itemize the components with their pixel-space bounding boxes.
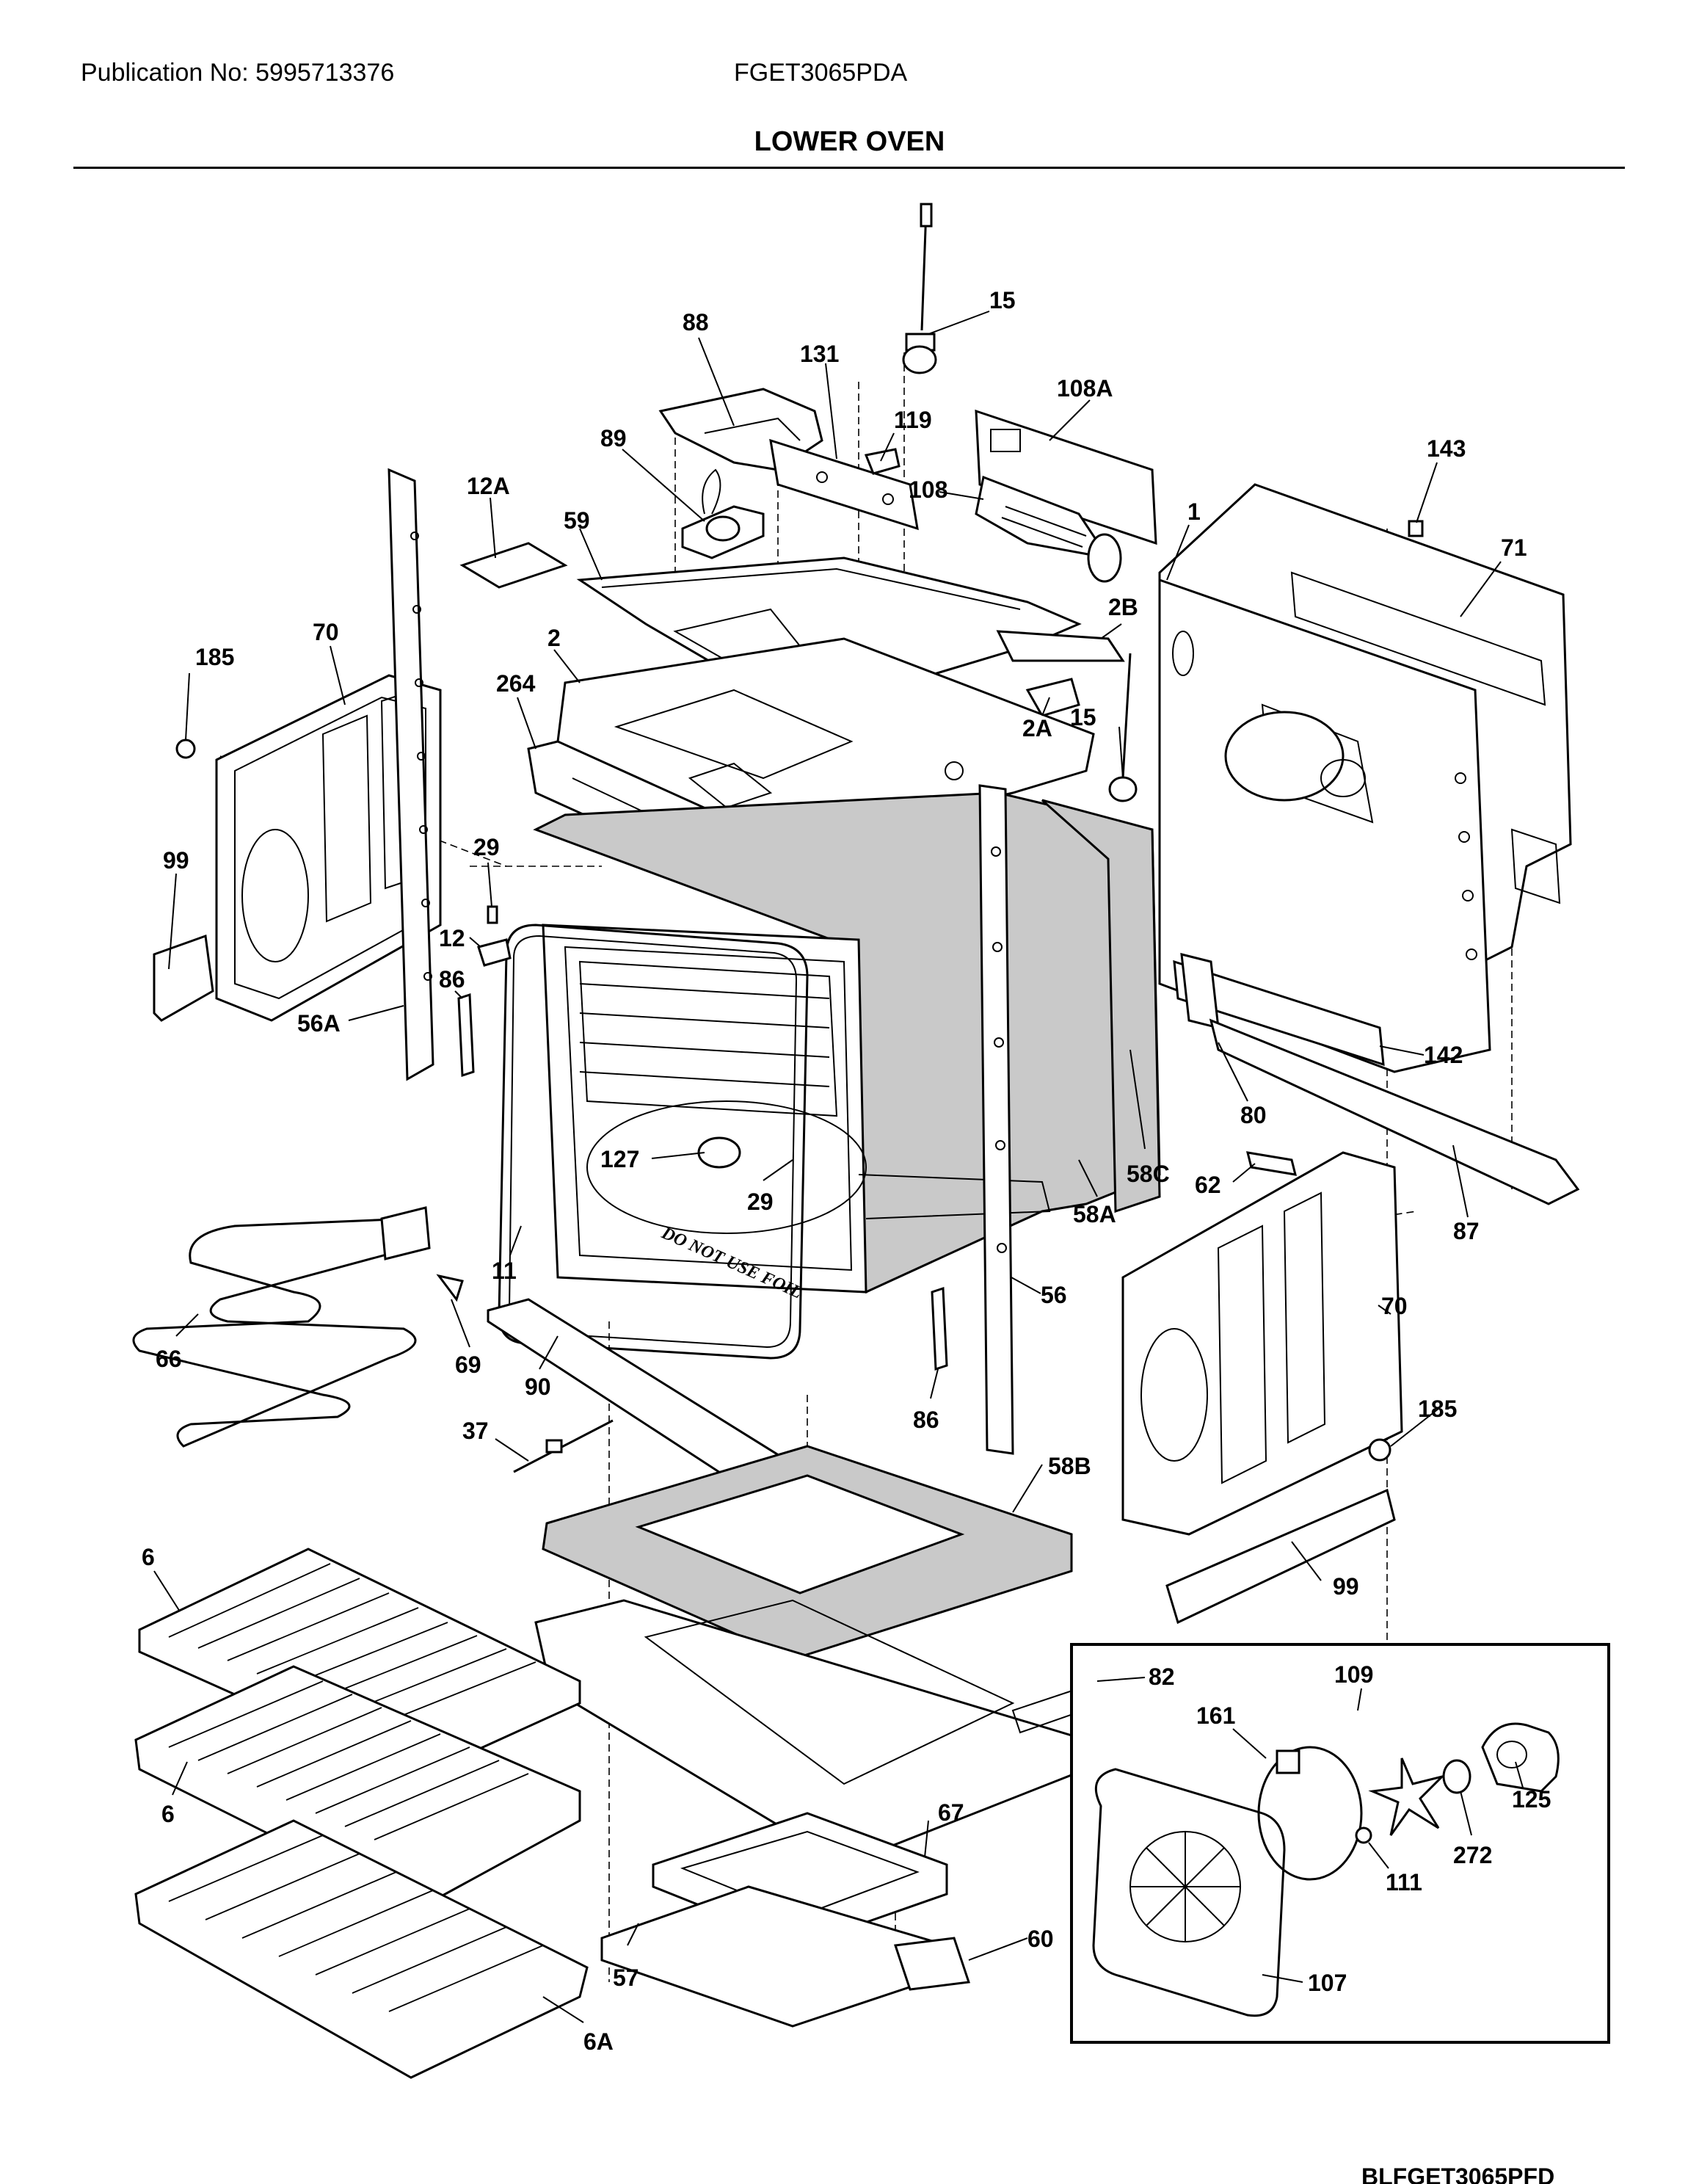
left-bracket (153, 934, 214, 1022)
callout-272: 272 (1453, 1842, 1492, 1868)
callout-87: 87 (1453, 1218, 1480, 1244)
callout-99a: 99 (163, 847, 189, 874)
right-bracket (1165, 1488, 1396, 1625)
small-fasteners-left (477, 905, 512, 967)
callout-80: 80 (1240, 1102, 1267, 1128)
callout-2B: 2B (1108, 594, 1138, 620)
callout-67: 67 (938, 1799, 964, 1826)
callout-56A: 56A (297, 1010, 341, 1037)
callout-58C: 58C (1127, 1161, 1170, 1187)
callout-57: 57 (613, 1964, 639, 1991)
callout-6b: 6 (161, 1801, 175, 1827)
callout-119: 119 (894, 407, 932, 433)
callout-59: 59 (564, 507, 590, 534)
callout-111: 111 (1386, 1869, 1422, 1895)
callout-131: 131 (800, 341, 839, 367)
callout-58A: 58A (1073, 1201, 1116, 1227)
callout-109: 109 (1334, 1661, 1373, 1688)
callout-12A: 12A (467, 473, 510, 499)
callout-161: 161 (1196, 1702, 1235, 1729)
callout-99b: 99 (1333, 1573, 1359, 1600)
right-side-panel (1121, 1151, 1403, 1536)
leader-lines (153, 311, 1524, 2023)
callout-11: 11 (492, 1258, 517, 1284)
callout-107: 107 (1308, 1970, 1347, 1996)
callout-29a: 29 (473, 834, 500, 860)
bottom-cover (600, 1885, 971, 2028)
element-clip (436, 1274, 464, 1302)
rear-panels (1158, 483, 1572, 1073)
callout-90: 90 (525, 1374, 551, 1400)
callout-70b: 70 (1381, 1293, 1408, 1319)
callout-56: 56 (1041, 1282, 1067, 1308)
page-title: LOWER OVEN (754, 126, 945, 157)
callout-108A: 108A (1057, 375, 1113, 402)
callout-143: 143 (1427, 435, 1466, 462)
callout-108: 108 (909, 476, 947, 503)
callout-60: 60 (1027, 1926, 1054, 1952)
bake-element (132, 1206, 431, 1448)
callout-185a: 185 (195, 644, 234, 670)
callout-2: 2 (547, 625, 561, 651)
callout-6A: 6A (583, 2028, 614, 2055)
oven-racks (134, 1548, 589, 2079)
lower-right-brackets (1173, 953, 1580, 1205)
thermostat-probe (513, 1419, 614, 1473)
publication-number: Publication No: 5995713376 (81, 59, 395, 87)
callout-185b: 185 (1418, 1396, 1457, 1422)
rack-supports (457, 993, 948, 1371)
callout-58B: 58B (1048, 1453, 1091, 1479)
oven-cavity (533, 791, 1161, 1294)
callout-29b: 29 (747, 1189, 774, 1215)
footer-code: BLFGET3065PFD (1361, 2163, 1555, 2184)
convection-fan-inset (1070, 1643, 1610, 2044)
right-rail (978, 784, 1014, 1455)
callout-88: 88 (683, 309, 709, 335)
header-rule (73, 167, 1625, 169)
callout-142: 142 (1424, 1042, 1463, 1068)
callout-71: 71 (1501, 534, 1527, 561)
bumper-right (1368, 1438, 1391, 1462)
callout-2A: 2A (1022, 715, 1052, 741)
callout-127: 127 (600, 1146, 639, 1172)
callout-82: 82 (1149, 1664, 1175, 1690)
model-number: FGET3065PDA (734, 59, 908, 87)
callout-86a: 86 (439, 966, 465, 993)
callout-62: 62 (1195, 1172, 1221, 1198)
left-rail (388, 468, 434, 1081)
callout-69: 69 (455, 1352, 481, 1378)
bumper-left (175, 739, 196, 759)
callout-264: 264 (496, 670, 536, 697)
bottom-insulation (542, 1445, 1073, 1661)
callout-70a: 70 (313, 619, 339, 645)
callout-89: 89 (600, 425, 627, 451)
callout-15b: 15 (1070, 704, 1096, 730)
callout-12: 12 (439, 925, 465, 951)
callout-37: 37 (462, 1418, 489, 1444)
callout-15a: 15 (989, 287, 1016, 313)
callout-125: 125 (1512, 1786, 1551, 1813)
callout-1: 1 (1187, 498, 1201, 525)
callout-6a: 6 (142, 1544, 155, 1570)
callout-86b: 86 (913, 1407, 939, 1433)
callout-66: 66 (156, 1346, 182, 1372)
callout-labels: 15 88 131 119 108A 143 89 12A 108 1 71 5… (142, 287, 1551, 2055)
